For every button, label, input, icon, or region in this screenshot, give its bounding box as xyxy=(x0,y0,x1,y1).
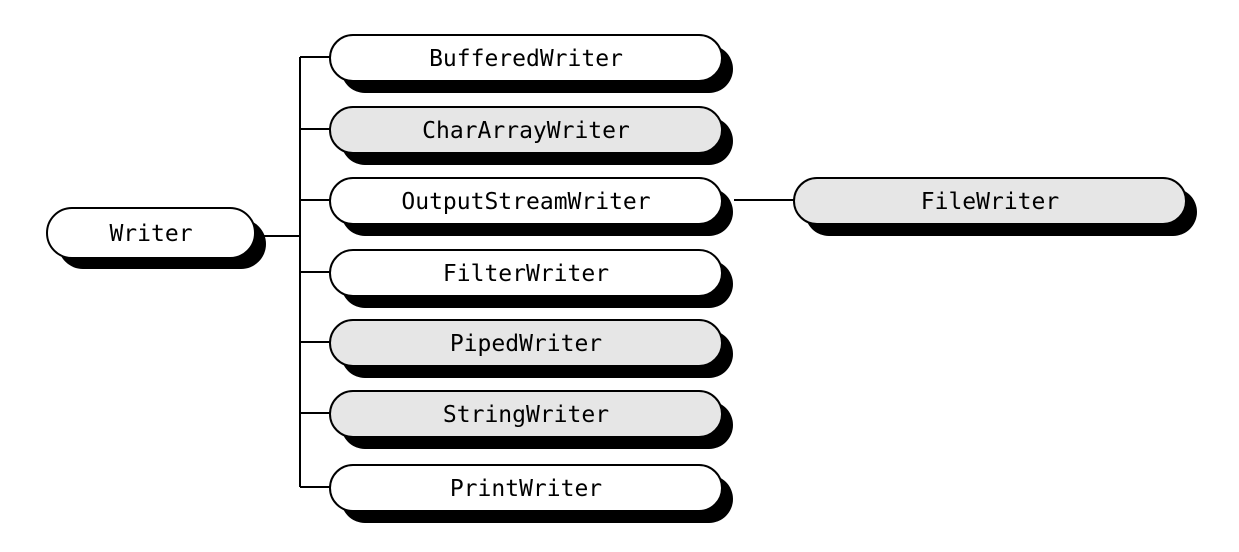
node-chararraywriter-body xyxy=(329,106,723,154)
node-pipedwriter: PipedWriter xyxy=(329,319,733,378)
node-printwriter-body xyxy=(329,464,723,512)
node-pipedwriter-body xyxy=(329,319,723,367)
node-bufferedwriter: BufferedWriter xyxy=(329,34,733,93)
node-pipedwriter-label: PipedWriter xyxy=(450,331,602,357)
node-filterwriter: FilterWriter xyxy=(329,249,733,308)
node-chararraywriter: CharArrayWriter xyxy=(329,106,733,165)
node-filterwriter-body xyxy=(329,249,723,297)
node-writer-body xyxy=(46,207,256,259)
node-printwriter: PrintWriter xyxy=(329,464,733,523)
node-outputstreamwriter: OutputStreamWriter xyxy=(329,177,733,236)
node-stringwriter-label: StringWriter xyxy=(443,402,609,428)
node-filterwriter-label: FilterWriter xyxy=(443,261,609,287)
node-bufferedwriter-body xyxy=(329,34,723,82)
node-writer: Writer xyxy=(46,207,266,269)
node-stringwriter-body xyxy=(329,390,723,438)
node-filewriter-body xyxy=(793,177,1187,225)
node-writer-label: Writer xyxy=(109,221,192,247)
connectors xyxy=(258,56,794,488)
node-bufferedwriter-label: BufferedWriter xyxy=(429,46,623,72)
node-chararraywriter-label: CharArrayWriter xyxy=(422,118,630,144)
node-outputstreamwriter-label: OutputStreamWriter xyxy=(401,189,650,215)
node-filewriter: FileWriter xyxy=(793,177,1197,236)
node-printwriter-label: PrintWriter xyxy=(450,476,602,502)
node-outputstreamwriter-body xyxy=(329,177,723,225)
node-stringwriter: StringWriter xyxy=(329,390,733,449)
node-filewriter-label: FileWriter xyxy=(921,189,1059,215)
